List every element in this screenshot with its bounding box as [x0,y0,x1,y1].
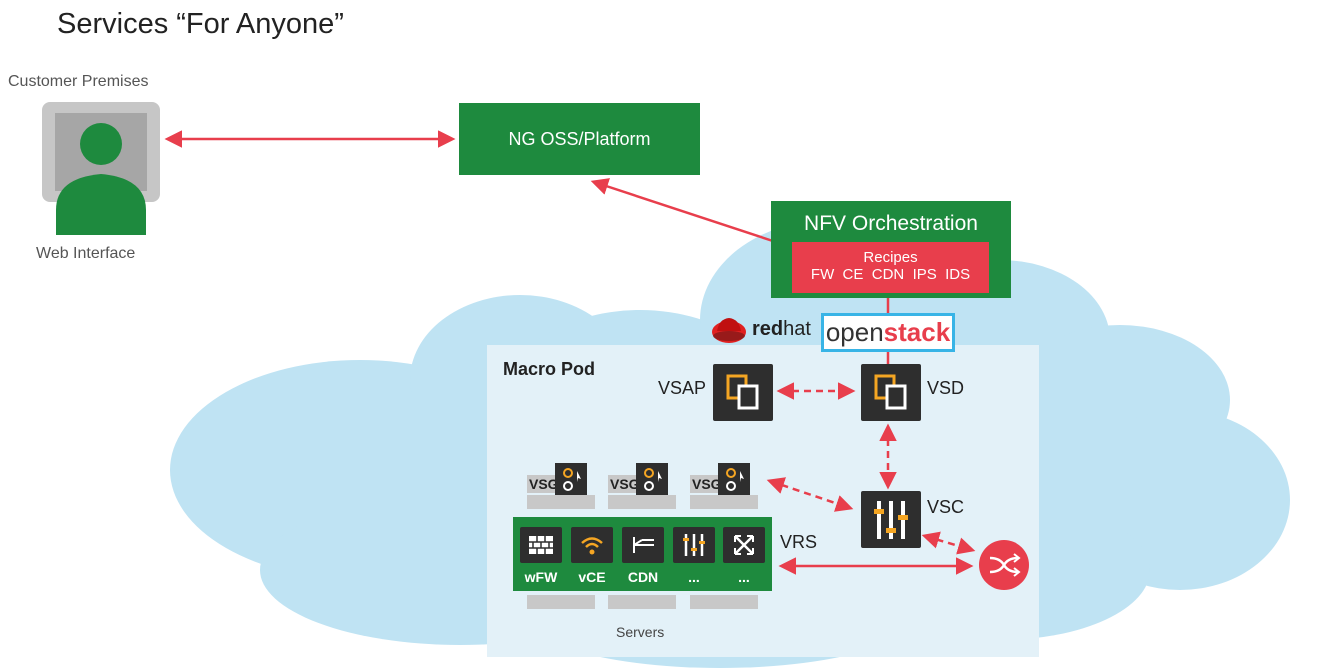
vsap-label: VSAP [658,378,707,398]
vrs-label: VRS [780,532,818,552]
recipes-list: FW CE CDN IPS IDS [810,266,971,283]
vsg-gateway-icon [718,463,750,495]
server-unit [527,595,595,609]
server-unit [690,595,758,609]
web-interface-label: Web Interface [36,245,136,262]
sliders-icon [673,527,715,563]
vnf-label: wFW [524,569,558,585]
page-title: Services “For Anyone” [57,8,344,40]
vnf-label: vCE [578,569,606,585]
vrs-bar: wFW vCE CDN ... ... [513,517,772,591]
vsc-sliders-icon [874,501,908,539]
vsap-node [713,364,773,421]
vnf-label: CDN [627,569,659,585]
ng-oss-label: NG OSS/Platform [508,128,651,149]
vsc-node [861,491,921,548]
vnf-label: ... [738,569,750,585]
crossing-arrows-icon [723,527,765,563]
vsc-router-link [921,531,976,555]
vsd-copy-icon [874,374,907,410]
recipes-box: Recipes FW CE CDN IPS IDS [792,242,989,293]
router-icon [979,540,1029,590]
vsd-label: VSD [927,378,965,398]
ng-oss-platform-box: NG OSS/Platform [459,103,700,175]
vsg-gateway-icon [636,463,668,495]
nfv-orchestration-box: NFV Orchestration Recipes FW CE CDN IPS … [771,201,1011,298]
nfv-title: NFV Orchestration [804,212,978,235]
vsap-copy-icon [726,374,759,410]
macro-pod-label: Macro Pod [503,359,596,379]
user-monitor-icon [42,102,160,235]
redhat-logo-icon [712,318,746,343]
customer-premises-label: Customer Premises [8,73,149,90]
vsg-tag-2: VSG [608,475,642,493]
recipes-label: Recipes [863,249,918,266]
server-unit [608,595,676,609]
wifi-icon [571,527,613,563]
vnf-label: ... [688,569,700,585]
vsg-gateway-icon [555,463,587,495]
servers-label: Servers [616,624,665,640]
vsd-node [861,364,921,421]
server-unit [608,495,676,509]
vsc-label: VSC [927,497,965,517]
nfv-oss-link [590,178,786,247]
cdn-icon [622,527,664,563]
server-unit [527,495,595,509]
firewall-icon [520,527,562,563]
vsg-tag-1: VSG [527,475,561,493]
redhat-logo-text: redhat [752,318,811,340]
vsg-tag-3: VSG [690,475,724,493]
server-unit [690,495,758,509]
vsg-vsc-link [766,477,854,512]
